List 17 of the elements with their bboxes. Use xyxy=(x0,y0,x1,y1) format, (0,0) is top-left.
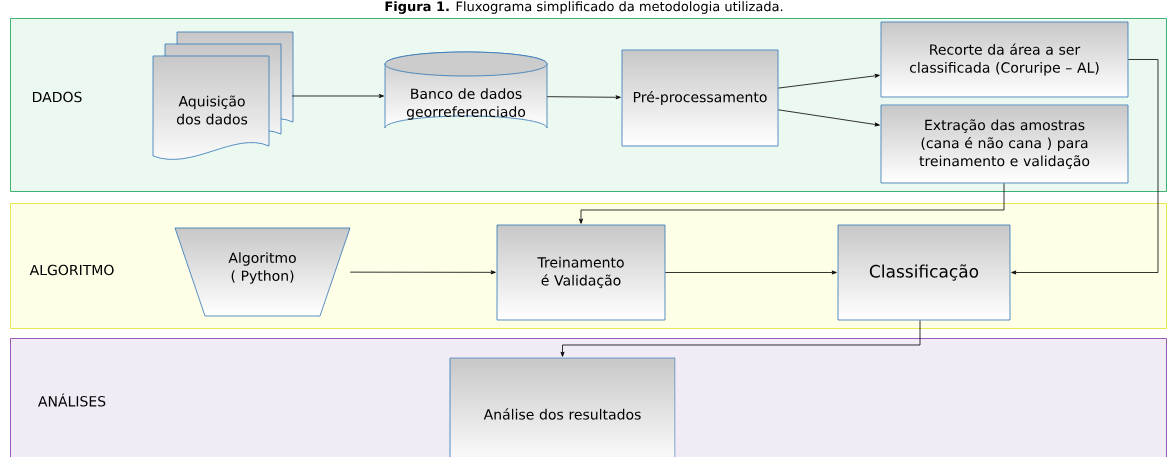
arrow xyxy=(778,73,880,89)
arrow xyxy=(560,320,921,357)
process-box: Treinamento é Validação xyxy=(496,224,666,321)
document-stack: Aquisição dos dados xyxy=(152,31,294,160)
arrow xyxy=(1011,59,1159,275)
figure-title: Figura 1. Fluxograma simplificado da metodologia utilizada. xyxy=(385,1,783,14)
arrow xyxy=(665,270,837,275)
arrow xyxy=(291,94,384,98)
process-box: Classificação xyxy=(837,224,1011,321)
process-box: Extração das amostras (cana é não cana ) para treinamento e validação xyxy=(880,104,1129,184)
process-box: Análise dos resultados xyxy=(449,357,676,457)
arrow xyxy=(349,270,496,275)
process-box: Pré-processamento xyxy=(621,49,779,147)
arrow xyxy=(546,95,621,100)
arrow xyxy=(579,183,1005,224)
process-box: Recorte da área a ser classificada (Coruripe – AL) xyxy=(880,21,1129,98)
arrow xyxy=(778,109,880,127)
